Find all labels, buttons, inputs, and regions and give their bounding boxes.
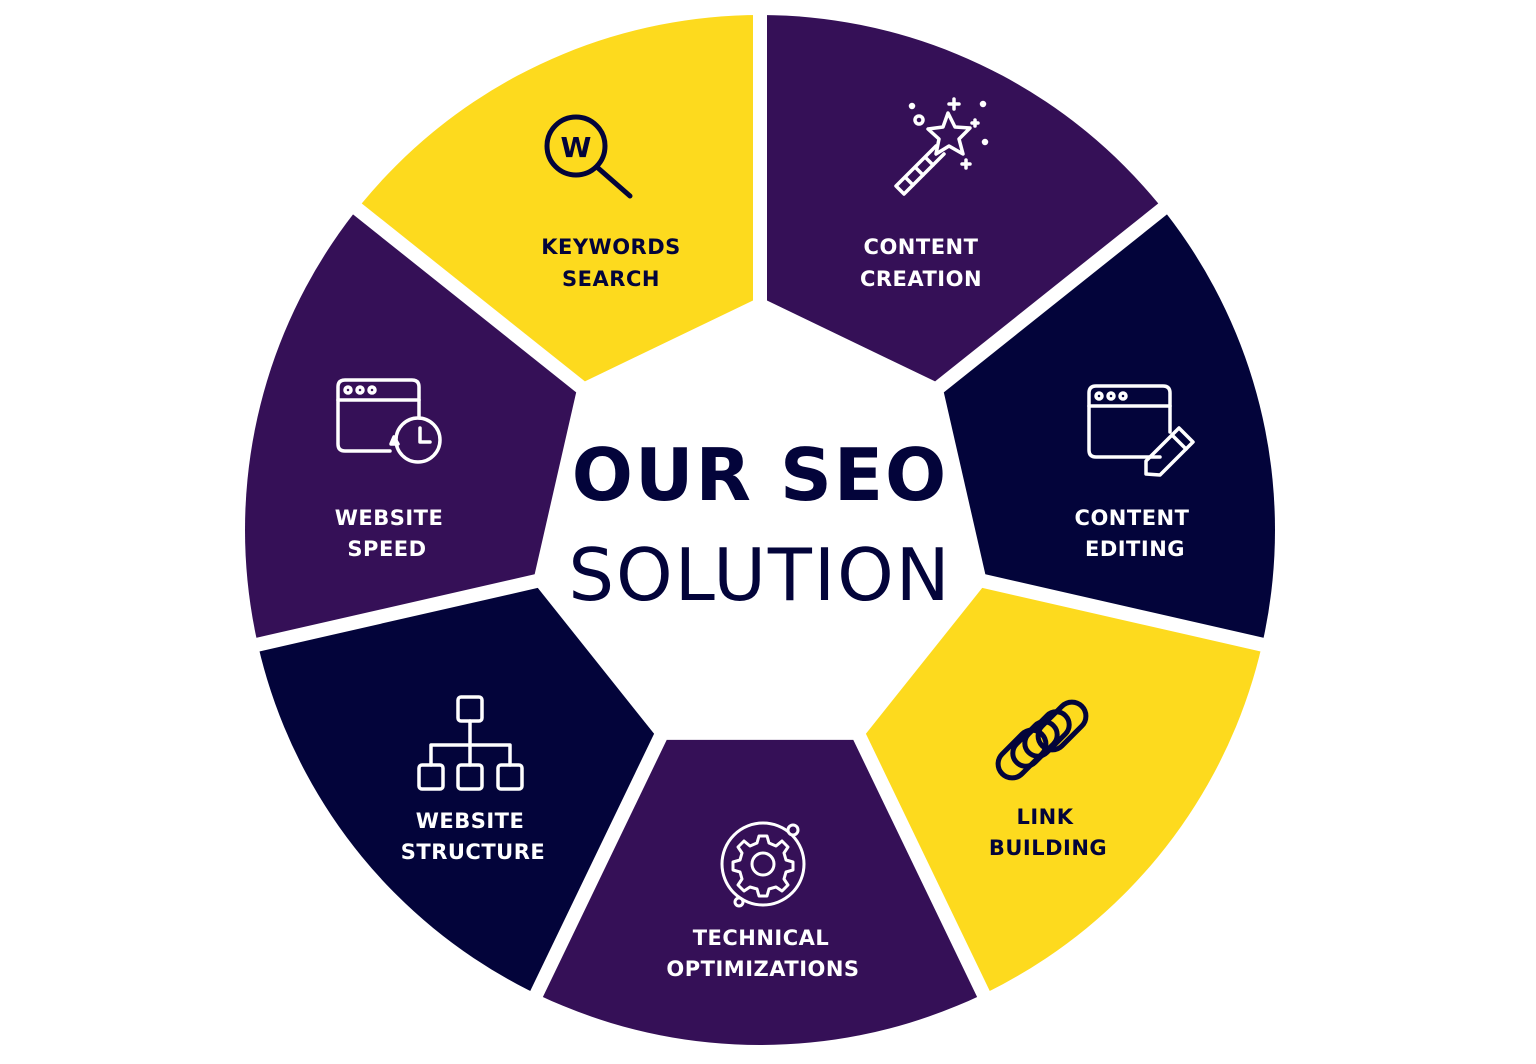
chain-link-icon — [995, 699, 1089, 781]
segment-label-link-building-line1: LINK — [1016, 805, 1073, 829]
segment-label-link-building-line2: BUILDING — [989, 836, 1107, 860]
segment-website-structure — [245, 587, 655, 1045]
center-title: OUR SEO SOLUTION — [568, 433, 951, 617]
search-w-icon: W — [544, 114, 633, 199]
gear-icon — [720, 821, 806, 908]
segment-label-content-creation-line2: CREATION — [860, 267, 982, 291]
segment-link-building — [865, 587, 1275, 1045]
segment-label-keywords-search-line2: SEARCH — [562, 267, 660, 291]
segment-keywords-search — [315, 15, 753, 382]
segment-label-website-structure-line2: STRUCTURE — [401, 840, 545, 864]
label-layer: KEYWORDS SEARCH CONTENT CREATION CONTENT… — [335, 235, 1190, 981]
svg-text:W: W — [561, 131, 592, 164]
segment-label-website-speed-line2: SPEED — [347, 537, 426, 561]
segment-label-content-editing-line1: CONTENT — [1075, 506, 1190, 530]
browser-pencil-icon — [1087, 384, 1195, 477]
segment-label-content-creation-line1: CONTENT — [864, 235, 979, 259]
browser-clock-icon — [336, 378, 442, 464]
segment-label-keywords-search-line1: KEYWORDS — [541, 235, 681, 259]
magic-wand-icon — [894, 97, 989, 196]
segment-label-technical-optimizations-line1: TECHNICAL — [693, 926, 830, 950]
sitemap-icon — [417, 695, 524, 791]
center-title-line1: OUR SEO — [572, 433, 948, 517]
segment-label-website-speed-line1: WEBSITE — [335, 506, 444, 530]
segment-label-technical-optimizations-line2: OPTIMIZATIONS — [666, 957, 859, 981]
segment-label-content-editing-line2: EDITING — [1085, 537, 1185, 561]
segment-layer — [245, 15, 1275, 1045]
segment-label-website-structure-line1: WEBSITE — [416, 809, 525, 833]
center-title-line2: SOLUTION — [568, 533, 951, 617]
segment-content-creation — [767, 15, 1205, 382]
